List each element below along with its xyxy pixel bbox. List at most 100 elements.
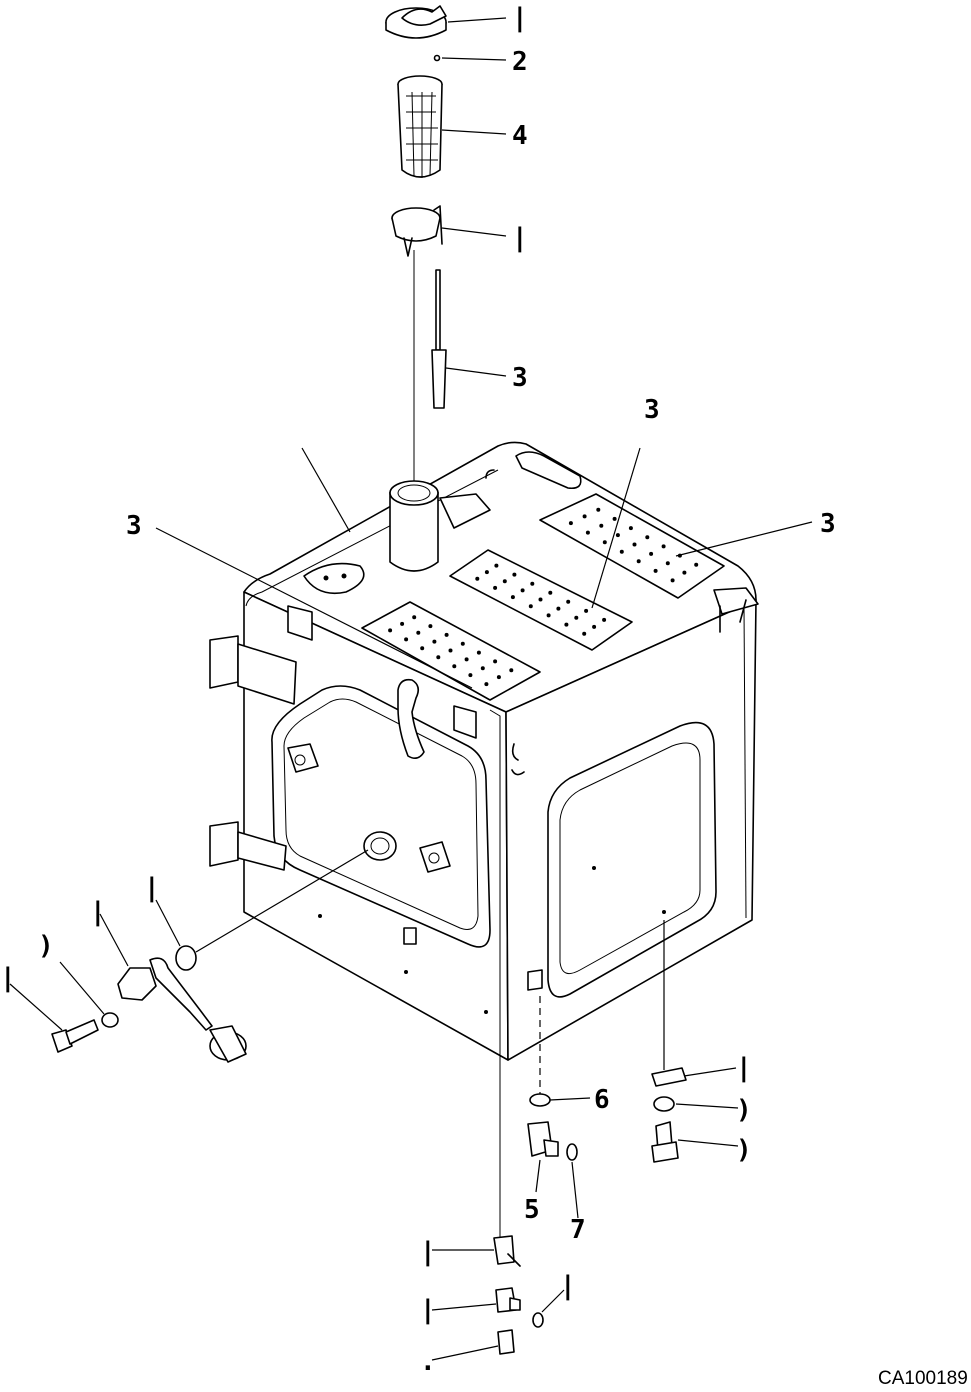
plate-hole: [476, 650, 481, 655]
drawing-code: CA100189: [878, 1368, 968, 1389]
plate-hole: [520, 588, 525, 593]
plate-hole: [436, 655, 441, 660]
right-bolt: [651, 1121, 679, 1163]
strainer: [397, 75, 443, 178]
filler-cap: [385, 5, 447, 39]
lower-oring: [532, 1312, 544, 1328]
callout-plug: 6: [594, 1085, 610, 1115]
callout-small-oring: 7: [570, 1215, 586, 1245]
plate-hole: [546, 613, 551, 618]
plate-hole: [510, 595, 515, 600]
plate-hole: [420, 646, 425, 651]
plate-hole: [412, 615, 417, 620]
plate-hole: [585, 530, 590, 535]
plate-hole: [530, 581, 535, 586]
callout-cap: |: [512, 3, 528, 33]
plate-hole: [388, 628, 393, 633]
plate-hole: [632, 542, 637, 547]
plate-hole: [568, 521, 573, 526]
plate-hole: [452, 664, 457, 669]
plate-hole: [694, 562, 699, 567]
callout-plate-top: 3: [644, 395, 660, 425]
plate-hole: [582, 514, 587, 519]
plate-hole: [548, 590, 553, 595]
callout-plate-right: 3: [820, 509, 836, 539]
plate-hole: [592, 624, 597, 629]
plate-hole: [564, 622, 569, 627]
callout-sender-oring: |: [144, 873, 160, 903]
plate-hole: [493, 659, 498, 664]
drain-bracket: [651, 1067, 687, 1087]
leader-lines: [9, 17, 813, 1361]
callout-collar: |: [512, 223, 528, 253]
plate-hole: [615, 533, 620, 538]
plate-hole: [496, 675, 501, 680]
callout-washer-right: ): [736, 1095, 752, 1125]
callout-bracket: |: [736, 1053, 752, 1083]
plate-hole: [682, 570, 687, 575]
plate-hole: [596, 507, 601, 512]
callout-bolt-left: |: [0, 963, 16, 993]
plate-hole: [480, 666, 485, 671]
plate-hole: [665, 561, 670, 566]
plate-hole: [645, 535, 650, 540]
left-washer: [101, 1012, 119, 1028]
callout-sender: |: [90, 897, 106, 927]
plate-hole: [599, 523, 604, 528]
plate-hole: [528, 604, 533, 609]
plate-hole: [582, 631, 587, 636]
plate-hole: [416, 630, 421, 635]
small-oring: [566, 1143, 578, 1161]
left-bolt: [51, 1019, 99, 1053]
plate-hole: [538, 597, 543, 602]
plate-hole: [636, 559, 641, 564]
plate-hole: [475, 576, 480, 581]
level-sender: [117, 957, 247, 1063]
plate-hole: [602, 617, 607, 622]
drain-valve-lower: [495, 1287, 521, 1313]
plate-hole: [653, 568, 658, 573]
callout-gauge: 3: [512, 363, 528, 393]
plate-hole: [619, 549, 624, 554]
hydraulic-tank: [209, 441, 759, 1061]
plate-hole: [484, 570, 489, 575]
drain-cap: [497, 1329, 515, 1355]
plate-hole: [649, 551, 654, 556]
plate-hole: [484, 682, 489, 687]
plate-hole: [432, 639, 437, 644]
plate-hole: [670, 578, 675, 583]
callout-elbow: 5: [524, 1195, 540, 1225]
plate-hole: [460, 641, 465, 646]
lock-pin: [433, 54, 441, 62]
plate-hole: [428, 624, 433, 629]
drain-plug: [529, 1093, 551, 1107]
plate-hole: [574, 615, 579, 620]
drain-elbow: [527, 1121, 559, 1157]
plate-hole: [612, 516, 617, 521]
plate-hole: [400, 621, 405, 626]
callout-valve-upper: |: [420, 1237, 436, 1267]
callout-pin: 2: [512, 47, 528, 77]
callout-valve-lower: |: [420, 1295, 436, 1325]
callout-bolt-right: ): [736, 1135, 752, 1165]
plate-hole: [509, 668, 514, 673]
callout-lower-oring: |: [560, 1271, 576, 1301]
plate-hole: [584, 608, 589, 613]
plate-hole: [661, 544, 666, 549]
plate-hole: [566, 599, 571, 604]
plate-hole: [448, 648, 453, 653]
plate-hole: [512, 572, 517, 577]
plate-hole: [404, 637, 409, 642]
plate-hole: [677, 553, 682, 558]
plate-hole: [602, 540, 607, 545]
filler-collar: [391, 205, 443, 257]
level-gauge: [431, 269, 447, 409]
plate-hole: [493, 585, 498, 590]
callout-plate-left: 3: [126, 511, 142, 541]
callout-washer-left: ): [38, 931, 54, 961]
plate-hole: [468, 673, 473, 678]
callout-drain-cap: .: [420, 1347, 436, 1377]
drain-valve-upper: [493, 1235, 521, 1267]
plate-hole: [444, 632, 449, 637]
